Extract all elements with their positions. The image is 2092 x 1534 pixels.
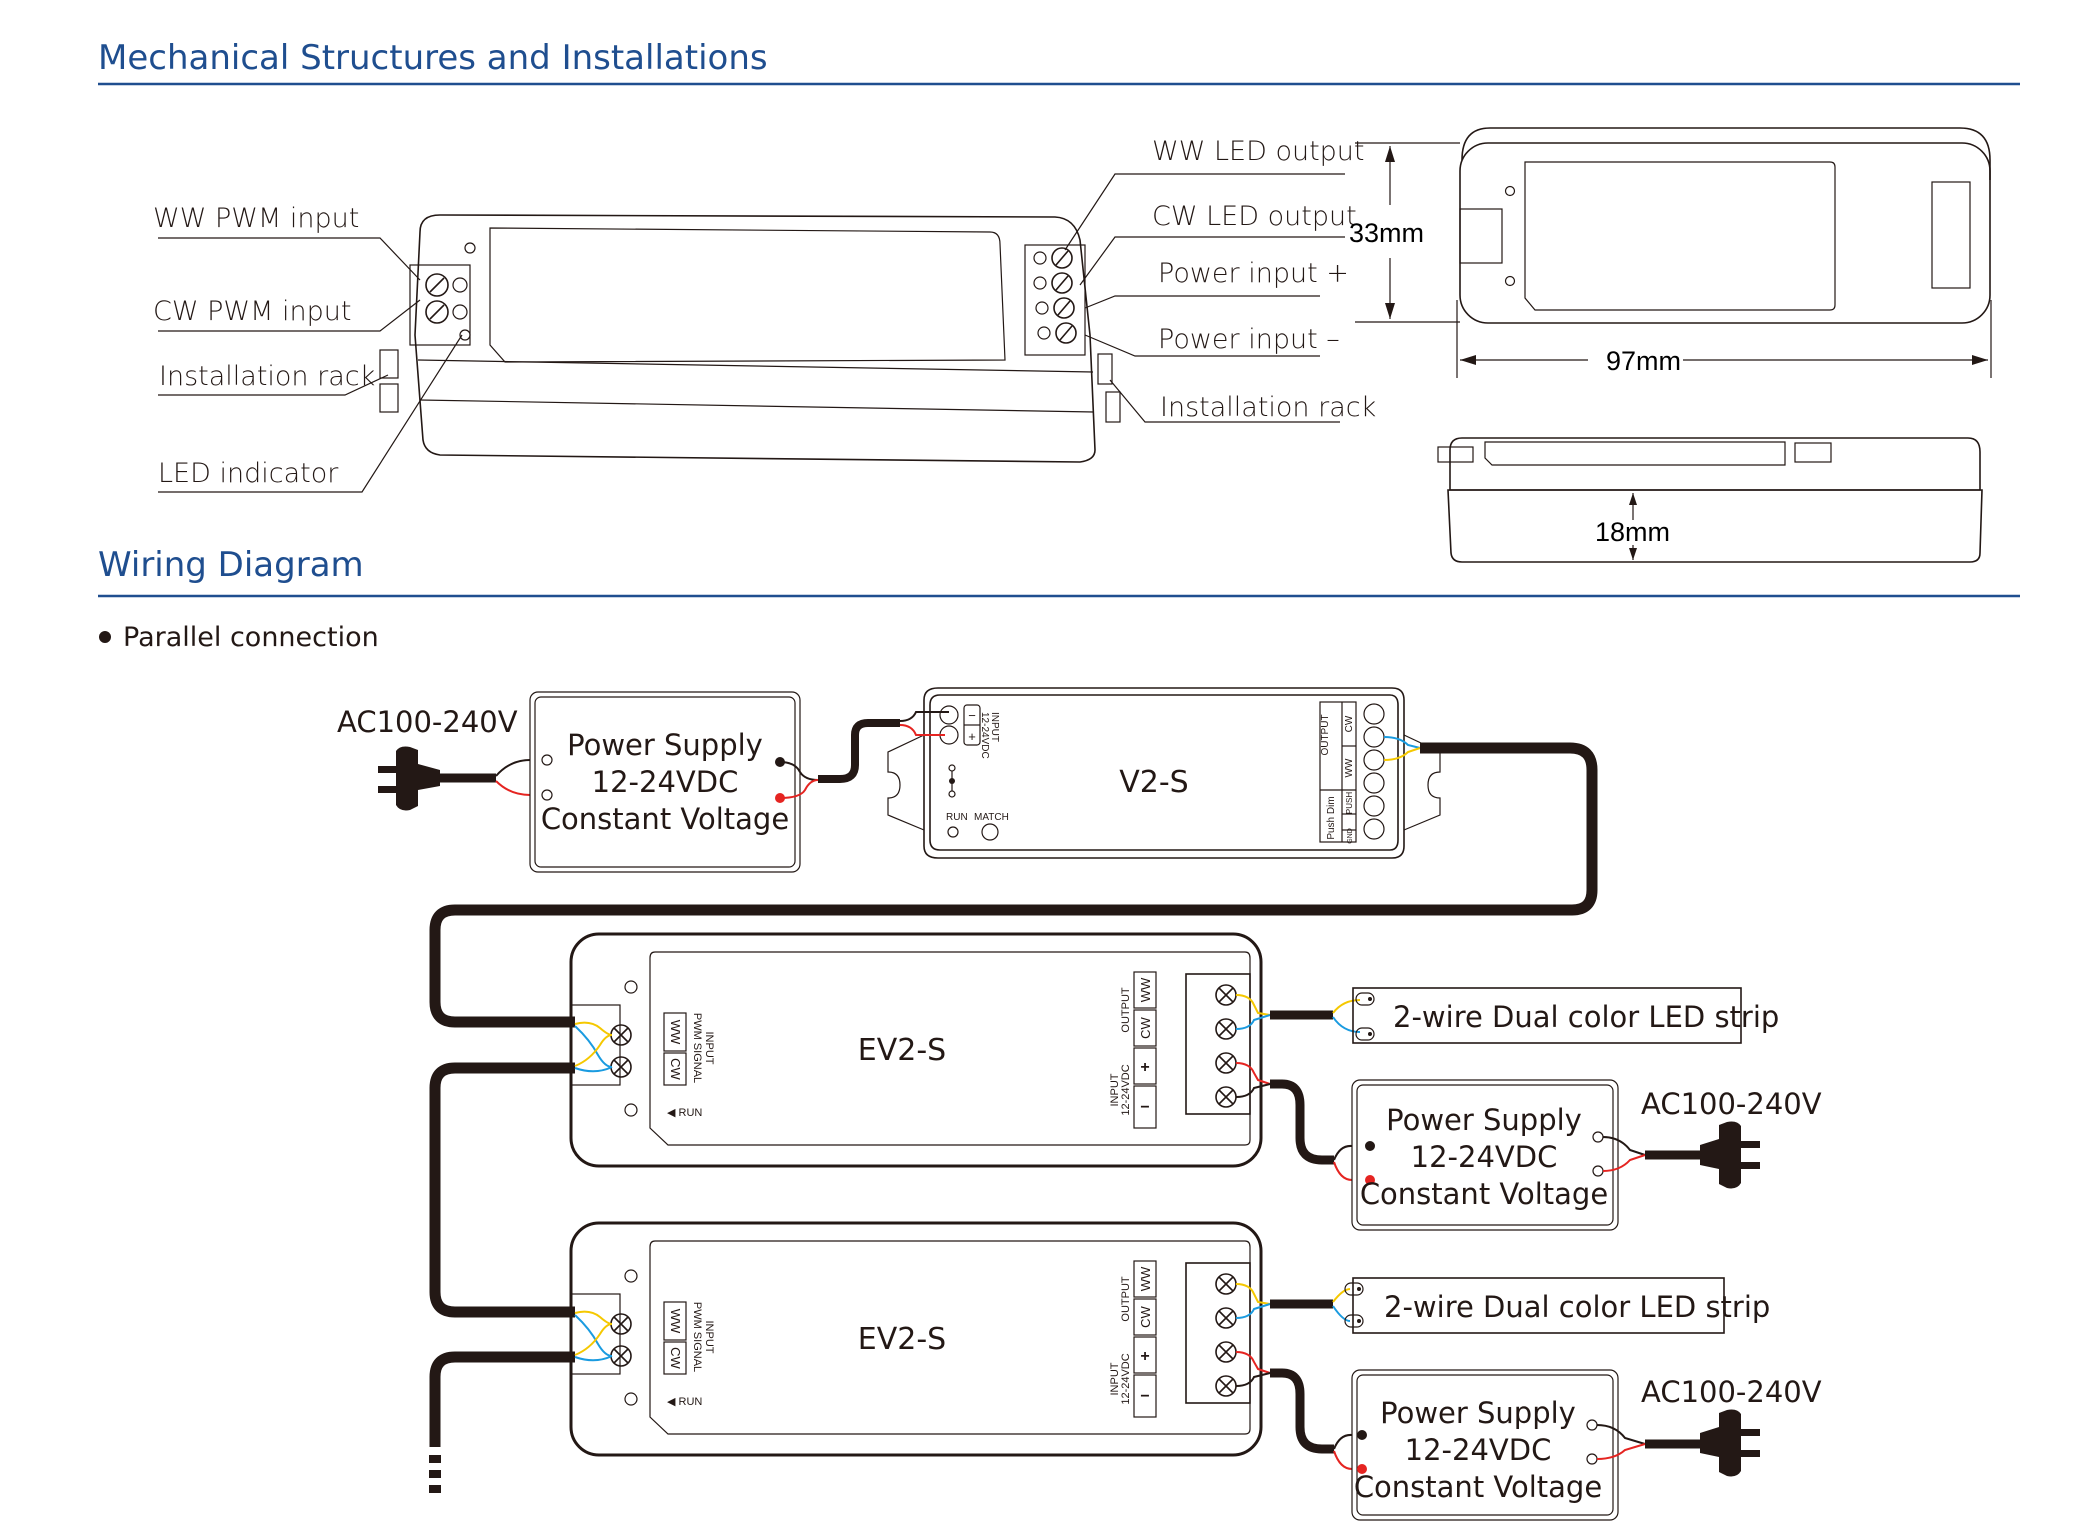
- ev2s2-power-input: INPUT: [1109, 1362, 1121, 1395]
- label-power-input-plus: Power input +: [1158, 258, 1349, 289]
- left-callouts: WW PWM input CW PWM input Installation r…: [153, 203, 463, 493]
- label-installation-rack-left: Installation rack: [159, 361, 375, 392]
- label-cw-pwm-input: CW PWM input: [153, 296, 351, 327]
- ev2s1-run: ◀ RUN: [667, 1107, 702, 1119]
- power-supply-1: Power Supply 12-24VDC Constant Voltage: [529, 691, 801, 873]
- ev2s2-power-voltage: 12-24VDC: [1120, 1353, 1132, 1404]
- ev2s2-input-label: INPUT: [703, 1321, 715, 1354]
- ps1-line1: Power Supply: [567, 728, 763, 762]
- v2s-input-voltage: 12-24VDC: [979, 712, 990, 759]
- ev2s1-plus: +: [1140, 1059, 1149, 1076]
- ev2s2-ww-input: WW: [668, 1309, 683, 1334]
- v2s-cw-label: CW: [1344, 715, 1355, 732]
- ev2s2-run: ◀ RUN: [667, 1396, 702, 1408]
- v2s-match-label: MATCH: [974, 812, 1009, 823]
- ev2s1-cw-output: CW: [1138, 1016, 1153, 1038]
- v2s-name: V2-S: [1119, 765, 1188, 800]
- label-ww-pwm-input: WW PWM input: [153, 203, 359, 234]
- device-perspective-drawing: [379, 214, 1121, 463]
- wiring-title: Wiring Diagram: [98, 545, 364, 585]
- ev2s1-power-input: INPUT: [1109, 1073, 1121, 1106]
- led-strip-2-label: 2-wire Dual color LED strip: [1384, 1290, 1770, 1324]
- dimension-18mm: 18mm: [1595, 517, 1670, 547]
- ev2s1-pwm-signal: PWM SIGNAL: [691, 1013, 703, 1083]
- power-supply-3: Power Supply 12-24VDC Constant Voltage: [1351, 1369, 1619, 1521]
- label-led-indicator: LED indicator: [158, 458, 339, 489]
- ev2s1-power-voltage: 12-24VDC: [1120, 1064, 1132, 1115]
- ev2s1-ww-output: WW: [1138, 977, 1153, 1002]
- dimension-33mm: 33mm: [1349, 218, 1424, 248]
- ps3-line3: Constant Voltage: [1354, 1470, 1602, 1504]
- plug-icon-3: [1700, 1409, 1760, 1477]
- label-cw-led-output: CW LED output: [1152, 201, 1357, 232]
- label-power-input-minus: Power input –: [1158, 324, 1340, 355]
- device-top-view: [1459, 127, 1991, 324]
- ev2s2-minus: −: [1140, 1388, 1149, 1405]
- v2s-controller: − + INPUT 12-24VDC RUN MATCH V2-S OUTPUT…: [887, 687, 1441, 859]
- right-callouts: WW LED output CW LED output Power input …: [1064, 136, 1376, 423]
- ev2s2-plus: +: [1140, 1348, 1149, 1365]
- ev2s2-output-label: OUTPUT: [1120, 1276, 1132, 1322]
- ev2s2-cw-output: CW: [1138, 1305, 1153, 1327]
- ev2s-receiver-1: WW CW INPUT PWM SIGNAL ◀ RUN EV2-S WW CW…: [569, 932, 1271, 1168]
- parallel-connection-label: Parallel connection: [123, 622, 379, 653]
- ev2s-receiver-2: WW CW INPUT PWM SIGNAL ◀ RUN EV2-S WW CW…: [569, 1221, 1271, 1457]
- ps1-line2: 12-24VDC: [592, 765, 739, 799]
- signal-cable-2: [429, 1062, 575, 1318]
- ev2s1-minus: −: [1140, 1099, 1149, 1116]
- led-strip-2: 2-wire Dual color LED strip: [1344, 1277, 1770, 1334]
- ac-label-2: AC100-240V: [1641, 1087, 1822, 1121]
- plug-icon: [378, 746, 440, 811]
- led-strip-1-label: 2-wire Dual color LED strip: [1393, 1000, 1779, 1034]
- dimension-length: 97mm: [1456, 300, 1992, 378]
- power-supply-2: Power Supply 12-24VDC Constant Voltage: [1351, 1079, 1619, 1231]
- ac-label-1: AC100-240V: [337, 705, 518, 739]
- led-strip-1: 2-wire Dual color LED strip: [1352, 987, 1779, 1044]
- ev2s2-ww-output: WW: [1138, 1266, 1153, 1291]
- ev2s1-ww-input: WW: [668, 1020, 683, 1045]
- v2s-minus: −: [968, 708, 976, 723]
- label-ww-led-output: WW LED output: [1152, 136, 1365, 167]
- v2s-push-label: PUSH: [1345, 792, 1354, 814]
- ev2s1-cw-input: CW: [668, 1058, 683, 1080]
- ps3-line1: Power Supply: [1380, 1396, 1576, 1430]
- v2s-input-label: INPUT: [989, 712, 1000, 742]
- ps2-line2: 12-24VDC: [1411, 1140, 1558, 1174]
- v2s-plus: +: [968, 729, 976, 744]
- v2s-output-label: OUTPUT: [1320, 714, 1331, 755]
- dimension-97mm: 97mm: [1606, 346, 1681, 376]
- v2s-push-dim-label: Push Dim: [1326, 796, 1337, 839]
- ac-label-3: AC100-240V: [1641, 1375, 1822, 1409]
- signal-cable: [429, 742, 1598, 1028]
- mechanical-title: Mechanical Structures and Installations: [98, 38, 768, 78]
- ev2s2-pwm-signal: PWM SIGNAL: [691, 1302, 703, 1372]
- v2s-run-label: RUN: [946, 812, 968, 823]
- signal-cable-continuation: [429, 1351, 575, 1447]
- v2s-ww-label: WW: [1344, 758, 1355, 777]
- device-side-view: 18mm: [1437, 437, 1983, 563]
- ev2s2-cw-input: CW: [668, 1347, 683, 1369]
- label-installation-rack-right: Installation rack: [1160, 392, 1376, 423]
- ps1-line3: Constant Voltage: [541, 802, 789, 836]
- ps3-line2: 12-24VDC: [1405, 1433, 1552, 1467]
- plug-icon-2: [1700, 1121, 1760, 1189]
- dimension-height: 33mm: [1349, 142, 1460, 323]
- ev2s2-name: EV2-S: [858, 1322, 946, 1357]
- ps2-line1: Power Supply: [1386, 1103, 1582, 1137]
- ev2s1-input-label: INPUT: [703, 1032, 715, 1065]
- ev2s1-name: EV2-S: [858, 1033, 946, 1068]
- continuation-dots-icon: [429, 1455, 441, 1493]
- ev2s1-output-label: OUTPUT: [1120, 987, 1132, 1033]
- bullet-icon: [99, 631, 111, 643]
- ps2-line3: Constant Voltage: [1360, 1177, 1608, 1211]
- v2s-gnd-label: GND: [1347, 828, 1354, 844]
